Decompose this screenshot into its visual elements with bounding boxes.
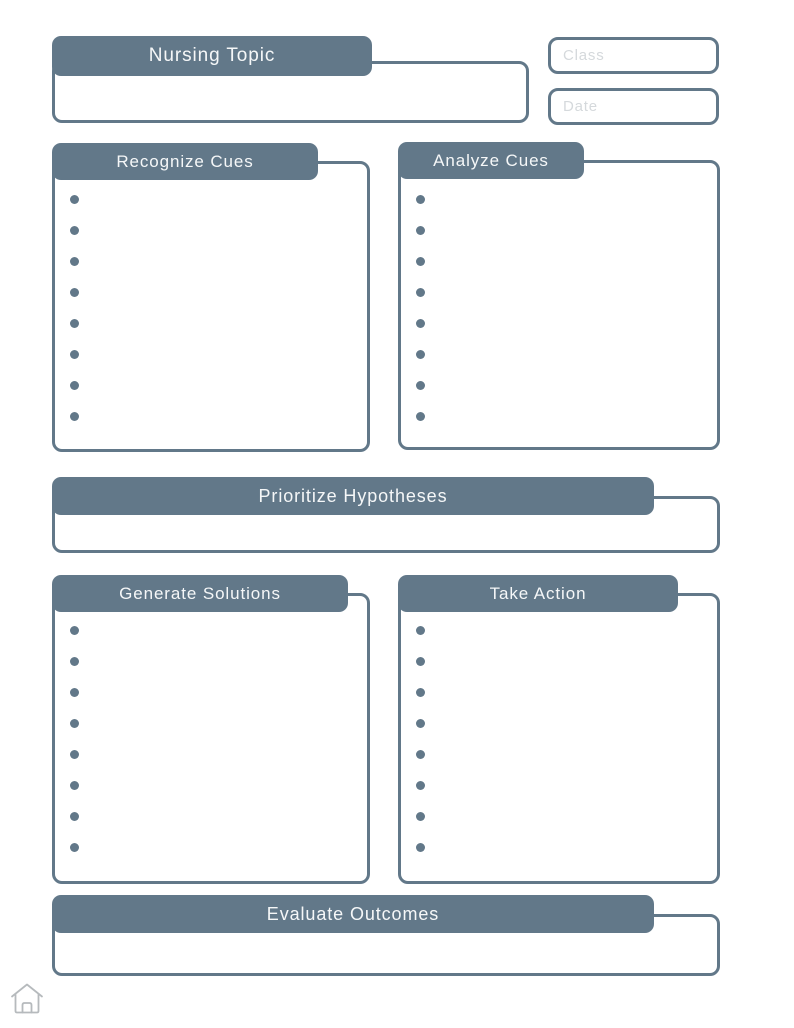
bullet-dot bbox=[416, 750, 425, 759]
bullet-dot bbox=[416, 688, 425, 697]
bullet-dot bbox=[416, 195, 425, 204]
bullet-dot bbox=[70, 657, 79, 666]
bullet-dot bbox=[416, 626, 425, 635]
nursing-topic-tab: Nursing Topic bbox=[52, 36, 372, 76]
bullet-dot bbox=[416, 657, 425, 666]
bullet-dot bbox=[70, 350, 79, 359]
bullet-dot bbox=[416, 257, 425, 266]
bullet-dot bbox=[416, 843, 425, 852]
bullet-dot bbox=[70, 688, 79, 697]
analyze-cues-input-area[interactable] bbox=[398, 160, 720, 450]
analyze-cues-bullet-list bbox=[416, 195, 425, 421]
bullet-dot bbox=[70, 719, 79, 728]
bullet-dot bbox=[70, 412, 79, 421]
class-field[interactable] bbox=[548, 37, 719, 74]
bullet-dot bbox=[416, 812, 425, 821]
bullet-dot bbox=[416, 719, 425, 728]
bullet-dot bbox=[70, 381, 79, 390]
analyze-cues-tab: Analyze Cues bbox=[398, 142, 584, 179]
bullet-dot bbox=[70, 626, 79, 635]
bullet-dot bbox=[70, 257, 79, 266]
recognize-cues-tab: Recognize Cues bbox=[52, 143, 318, 180]
bullet-dot bbox=[70, 750, 79, 759]
bullet-dot bbox=[70, 195, 79, 204]
recognize-cues-input-area[interactable] bbox=[52, 161, 370, 452]
generate-solutions-input-area[interactable] bbox=[52, 593, 370, 884]
bullet-dot bbox=[416, 781, 425, 790]
date-field[interactable] bbox=[548, 88, 719, 125]
prioritize-hypotheses-tab: Prioritize Hypotheses bbox=[52, 477, 654, 515]
bullet-dot bbox=[416, 412, 425, 421]
bullet-dot bbox=[416, 319, 425, 328]
recognize-cues-bullet-list bbox=[70, 195, 79, 421]
bullet-dot bbox=[416, 226, 425, 235]
home-icon bbox=[9, 982, 45, 1020]
date-input[interactable] bbox=[551, 91, 716, 122]
evaluate-outcomes-tab: Evaluate Outcomes bbox=[52, 895, 654, 933]
class-input[interactable] bbox=[551, 40, 716, 71]
bullet-dot bbox=[416, 350, 425, 359]
take-action-tab: Take Action bbox=[398, 575, 678, 612]
bullet-dot bbox=[70, 781, 79, 790]
generate-solutions-bullet-list bbox=[70, 626, 79, 852]
home-button[interactable] bbox=[8, 983, 46, 1019]
bullet-dot bbox=[416, 288, 425, 297]
bullet-dot bbox=[416, 381, 425, 390]
bullet-dot bbox=[70, 843, 79, 852]
generate-solutions-tab: Generate Solutions bbox=[52, 575, 348, 612]
bullet-dot bbox=[70, 226, 79, 235]
bullet-dot bbox=[70, 319, 79, 328]
take-action-input-area[interactable] bbox=[398, 593, 720, 884]
take-action-bullet-list bbox=[416, 626, 425, 852]
bullet-dot bbox=[70, 288, 79, 297]
bullet-dot bbox=[70, 812, 79, 821]
